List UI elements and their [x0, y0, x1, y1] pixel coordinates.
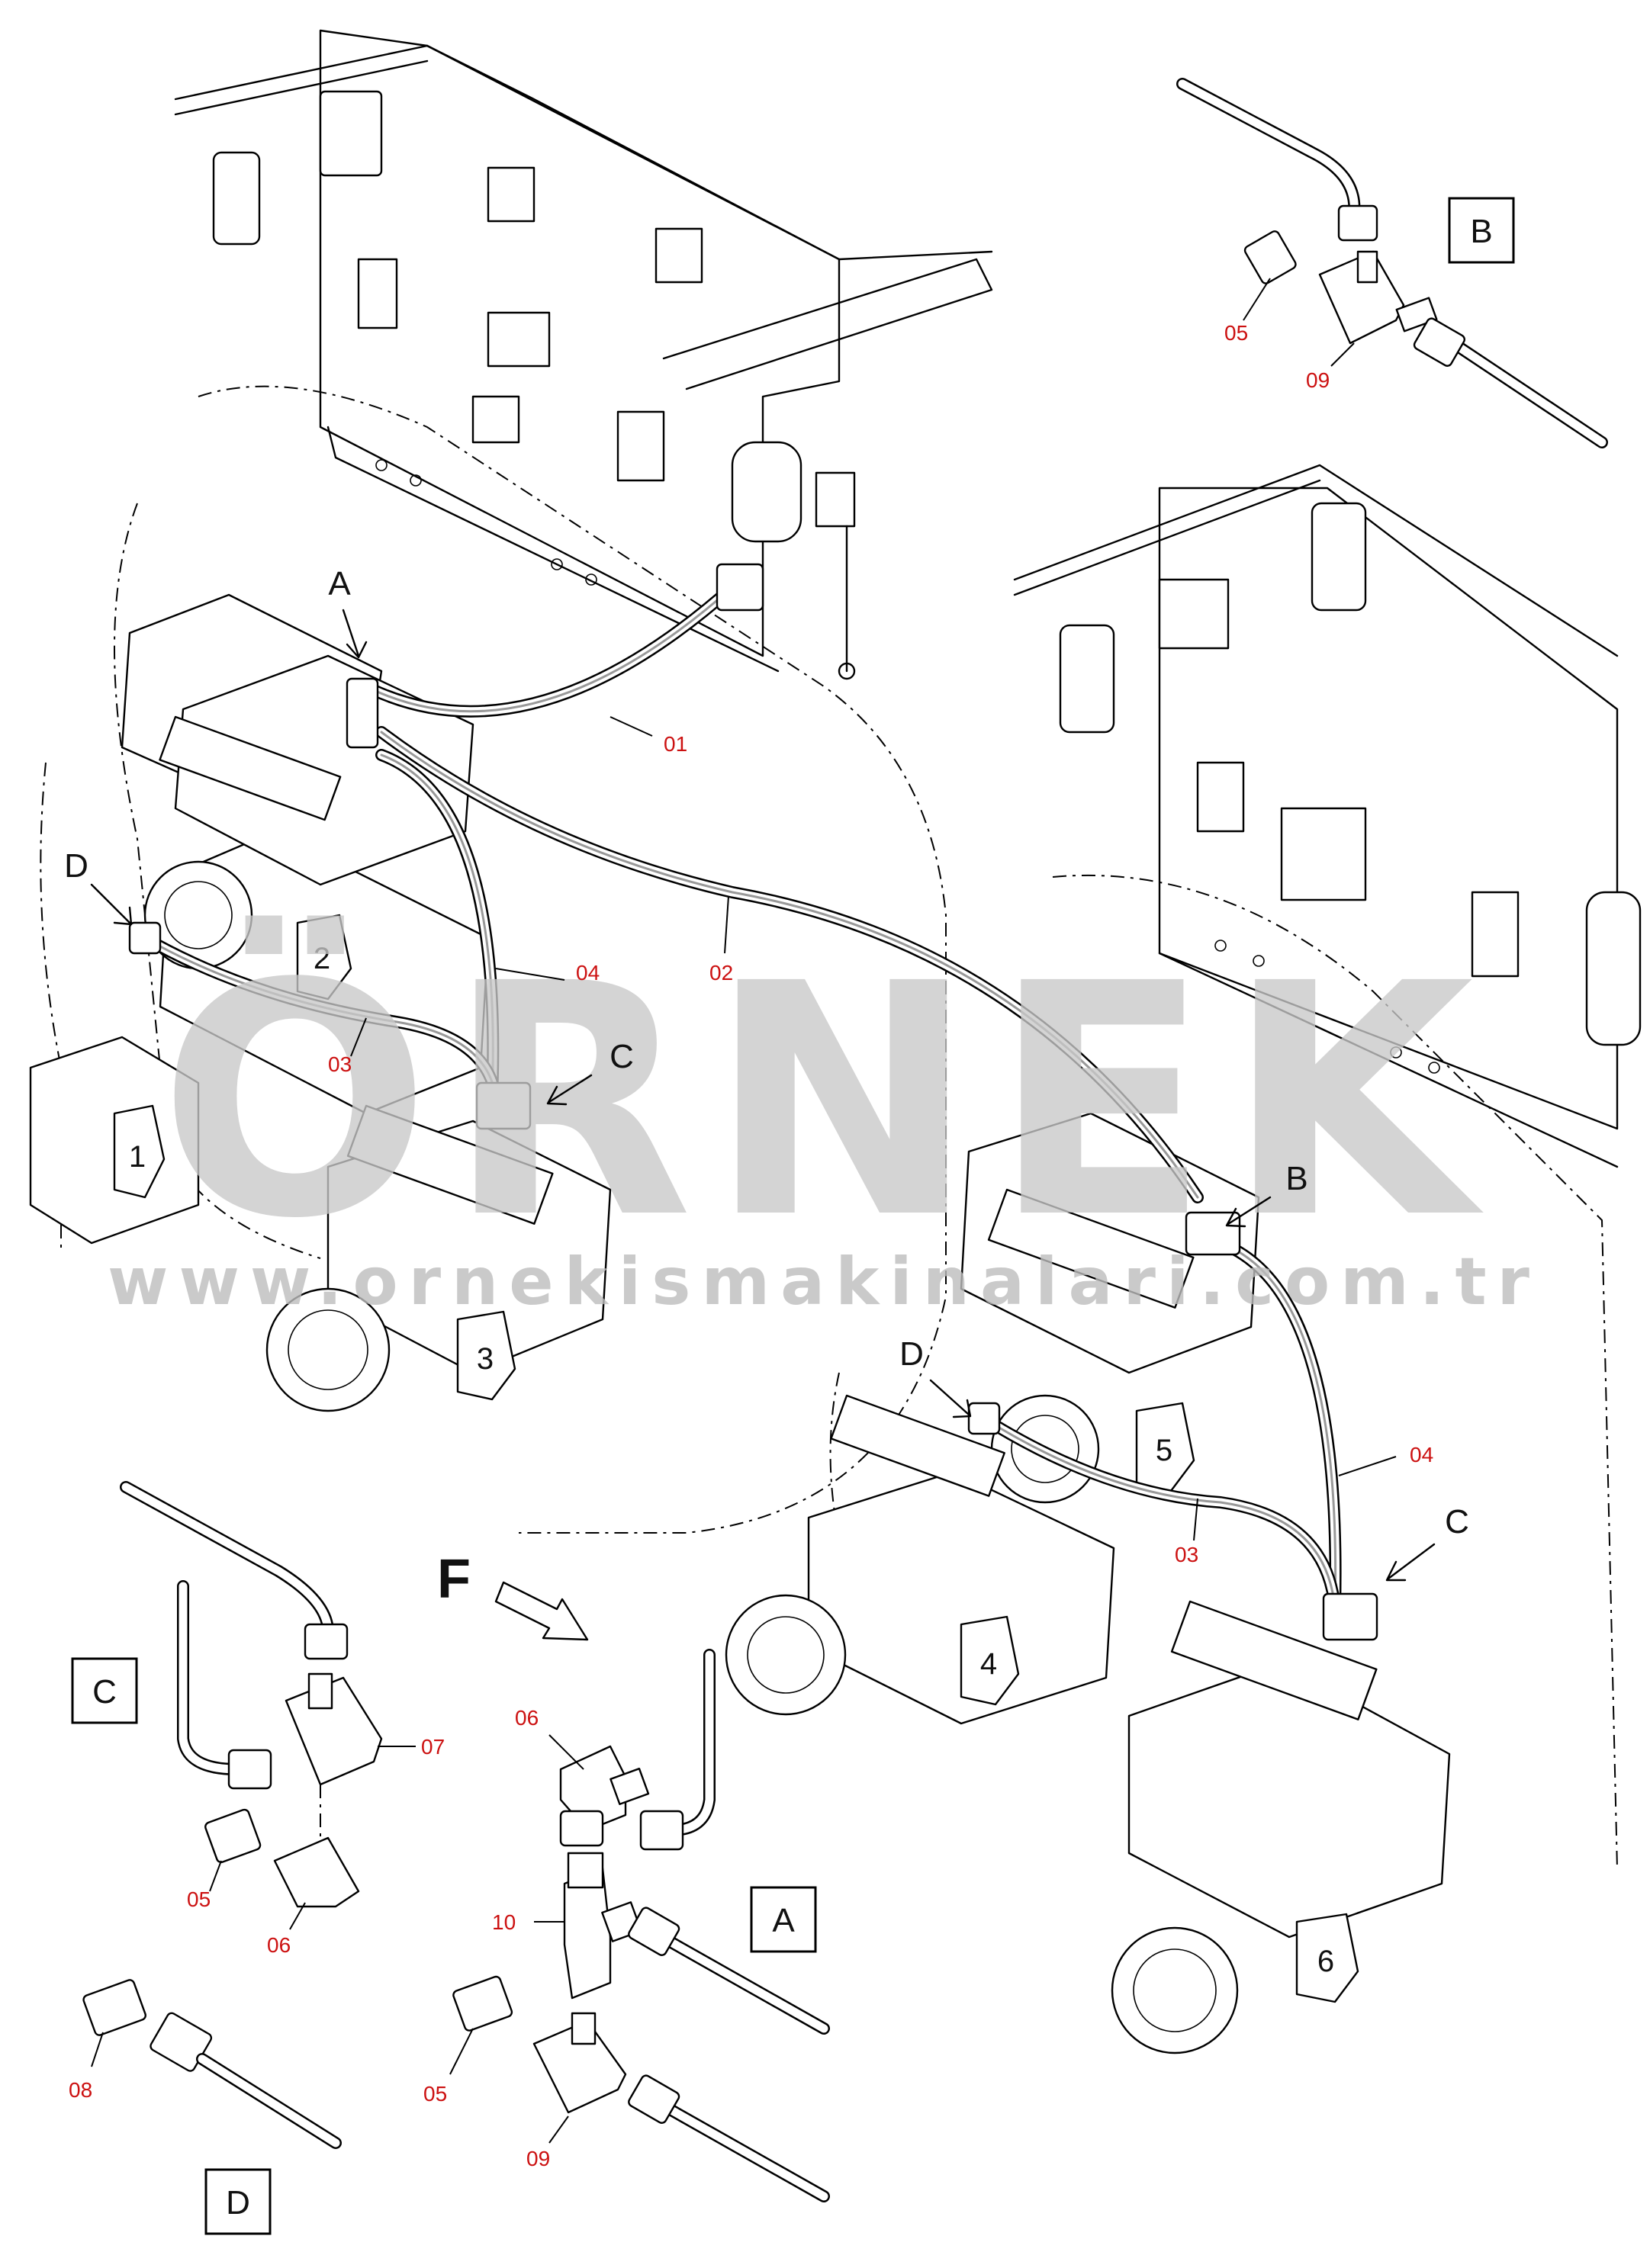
- direction-indicator: F: [437, 1549, 589, 1641]
- detail-d-label: D: [226, 2184, 250, 2221]
- detail-c-label: C: [92, 1673, 117, 1711]
- callout-01: 01: [664, 732, 687, 756]
- view-label-a-pointer: A: [328, 565, 351, 602]
- detail-b-label: B: [1470, 213, 1492, 250]
- unit-number-2: 2: [314, 942, 330, 975]
- callout-04-left: 04: [576, 961, 600, 985]
- view-label-c-pointer-right: C: [1445, 1503, 1469, 1540]
- junction-fittings: [128, 563, 1378, 1641]
- detail-b-callout-05: 05: [1224, 321, 1248, 345]
- unit-number-plaques: 1 2 3 4 5 6: [113, 914, 1359, 2003]
- direction-label-f: F: [437, 1549, 471, 1610]
- detail-c-callout-07: 07: [421, 1735, 445, 1759]
- detail-a-callout-09: 09: [526, 2147, 550, 2170]
- watermark: ÖRNEK www.ornekismakinalari.com.tr: [108, 912, 1540, 1320]
- detail-c-callout-06: 06: [267, 1933, 291, 1957]
- direction-arrow-icon: [494, 1581, 589, 1641]
- view-label-c-pointer-left: C: [610, 1038, 634, 1075]
- unit-number-5: 5: [1156, 1434, 1172, 1467]
- callout-03-left: 03: [328, 1052, 352, 1076]
- callout-04-right: 04: [1410, 1443, 1433, 1466]
- detail-a-callout-06: 06: [515, 1706, 539, 1730]
- detail-a-callout-05: 05: [423, 2082, 447, 2106]
- detail-a-callout-10: 10: [492, 1910, 516, 1934]
- unit-number-4: 4: [980, 1647, 997, 1681]
- view-pointers: A D C B D C: [64, 565, 1469, 1582]
- detail-c-callout-05: 05: [187, 1887, 211, 1911]
- detail-d: 08 D: [69, 1979, 342, 2235]
- view-label-d-pointer-right: D: [899, 1335, 924, 1373]
- detail-a: 06 10 05 09 A: [423, 1649, 830, 2202]
- watermark-brand: ÖRNEK: [159, 912, 1489, 1289]
- watermark-url: www.ornekismakinalari.com.tr: [108, 1244, 1540, 1320]
- view-label-d-pointer-left: D: [64, 847, 88, 885]
- unit-number-1: 1: [129, 1140, 146, 1174]
- hoses: [139, 581, 1342, 1615]
- view-label-b-pointer: B: [1285, 1160, 1307, 1197]
- detail-b: B 05 09: [1176, 78, 1608, 448]
- assembly-callouts: 01 02 04 03 04 03: [328, 716, 1433, 1566]
- detail-c: 07 05 06 C: [71, 1481, 445, 1957]
- detail-b-callout-09: 09: [1306, 368, 1330, 392]
- callout-03-right: 03: [1175, 1543, 1198, 1566]
- unit-number-6: 6: [1317, 1945, 1334, 1978]
- detail-a-label: A: [772, 1902, 795, 1939]
- unit-number-3: 3: [477, 1342, 494, 1376]
- callout-02: 02: [709, 961, 733, 985]
- detail-d-callout-08: 08: [69, 2078, 92, 2102]
- machine-line-art: [29, 29, 1642, 2054]
